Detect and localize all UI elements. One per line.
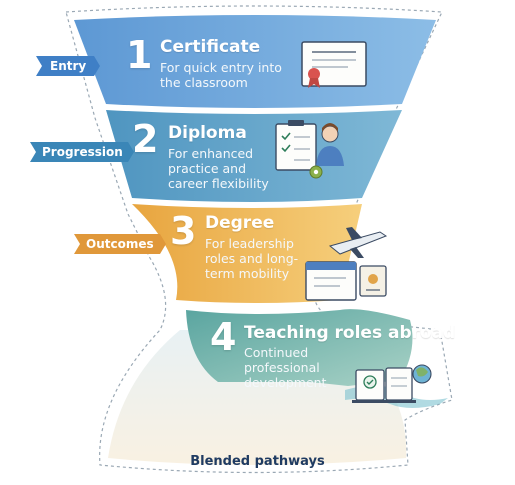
stage-2-number: 2 xyxy=(132,117,159,161)
ribbon-entry xyxy=(36,56,100,76)
footer-label: Blended pathways xyxy=(190,454,325,469)
certificate-icon xyxy=(301,41,367,88)
tag-outcomes: Outcomes xyxy=(86,237,154,251)
stage-3-title: Degree xyxy=(205,213,275,233)
stage-2-title: Diploma xyxy=(168,123,247,143)
stage-3-number: 3 xyxy=(170,209,197,253)
books-globe-icon xyxy=(352,364,432,403)
stage-3-description: For leadership roles and long-term mobil… xyxy=(205,236,299,281)
teacher-checklist-icon xyxy=(275,120,344,179)
ribbon-progression xyxy=(30,142,134,162)
tag-entry: Entry xyxy=(50,59,87,73)
band-stage-4 xyxy=(186,309,413,386)
band-stage-3 xyxy=(132,204,362,303)
stage-1-description: For quick entry into the classroom xyxy=(160,60,282,90)
stage-4-title: Teaching roles abroad xyxy=(244,323,456,343)
stage-4-number: 4 xyxy=(210,315,237,359)
funnel-outline xyxy=(65,5,453,474)
stage-2-description: For enhanced practice and career flexibi… xyxy=(168,146,269,191)
airplane-passport-icon xyxy=(305,227,388,301)
tag-progression: Progression xyxy=(42,145,123,159)
stage-1-title: Certificate xyxy=(160,37,261,57)
ribbon-outcomes xyxy=(74,234,166,254)
stage-1-number: 1 xyxy=(126,33,153,77)
stage-4-description: Continued professional development xyxy=(244,345,327,390)
